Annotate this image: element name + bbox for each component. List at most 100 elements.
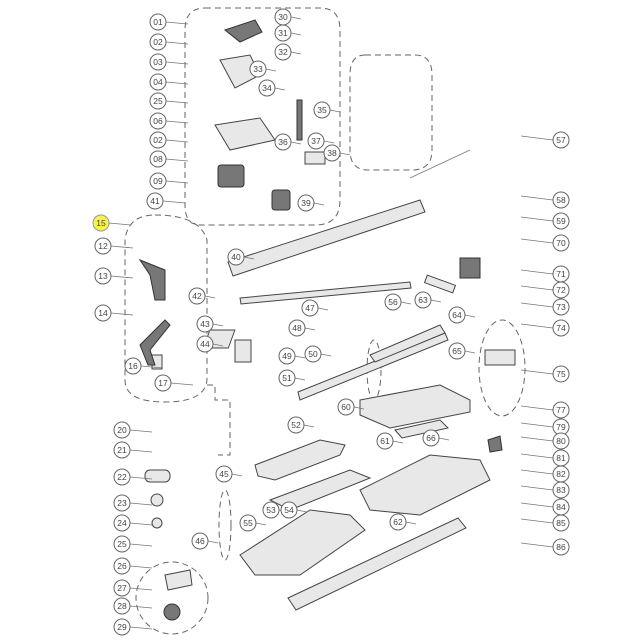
callout-label: 50 xyxy=(308,349,318,359)
callout-circle xyxy=(304,345,322,363)
callout-circle xyxy=(448,342,466,360)
callout-circle xyxy=(215,465,233,483)
parts xyxy=(138,19,516,621)
leader-line xyxy=(274,87,286,91)
callout-circle xyxy=(196,335,214,353)
callout-circle xyxy=(274,43,292,61)
callout-label: 22 xyxy=(117,472,127,482)
callout-circle xyxy=(94,304,112,322)
leader-line xyxy=(165,61,189,65)
leader-line xyxy=(129,429,153,433)
callout-circle xyxy=(384,293,402,311)
leader-line xyxy=(430,299,442,303)
callout-37: 37 xyxy=(307,132,325,150)
part-44 xyxy=(234,339,252,363)
callout-circle xyxy=(278,369,296,387)
plate-66 xyxy=(394,419,450,439)
leader-line xyxy=(304,327,316,331)
callout-circle xyxy=(191,532,209,550)
group-41-outline xyxy=(124,214,208,403)
leader-line xyxy=(296,509,308,513)
part-35 xyxy=(296,99,303,141)
leader-line xyxy=(520,285,554,291)
callout-73: 73 xyxy=(552,298,570,316)
rail-47 xyxy=(239,281,412,305)
callout-54: 54 xyxy=(280,501,298,519)
callout-label: 57 xyxy=(556,135,566,145)
callout-label: 39 xyxy=(301,198,311,208)
leader-line xyxy=(520,369,554,375)
callout-31: 31 xyxy=(274,24,292,42)
callout-35: 35 xyxy=(313,101,331,119)
leader-line xyxy=(243,256,255,260)
leader-line xyxy=(520,502,554,508)
callout-58: 58 xyxy=(552,191,570,209)
callout-label: 38 xyxy=(327,148,337,158)
callout-38: 38 xyxy=(323,144,341,162)
callout-25: 25 xyxy=(149,92,167,110)
callout-circle xyxy=(274,24,292,42)
callout-label: 54 xyxy=(284,505,294,515)
callout-08: 08 xyxy=(149,150,167,168)
callout-70: 70 xyxy=(552,234,570,252)
detail-55-outline xyxy=(218,489,232,561)
callout-label: 65 xyxy=(452,346,462,356)
callout-74: 74 xyxy=(552,319,570,337)
leader-line xyxy=(294,377,306,381)
callout-64: 64 xyxy=(448,306,466,324)
callout-label: 72 xyxy=(556,285,566,295)
callout-60: 60 xyxy=(337,398,355,416)
callout-label: 52 xyxy=(291,420,301,430)
callout-circle xyxy=(552,401,570,419)
callout-label: 02 xyxy=(153,37,163,47)
callout-circle xyxy=(113,421,131,439)
callout-label: 59 xyxy=(556,216,566,226)
callout-label: 44 xyxy=(200,339,210,349)
leader-line xyxy=(520,216,554,222)
callout-label: 24 xyxy=(117,518,127,528)
callout-circle xyxy=(149,150,167,168)
callout-label: 35 xyxy=(317,105,327,115)
callout-circle xyxy=(239,514,257,532)
callout-45: 45 xyxy=(215,465,233,483)
callout-65: 65 xyxy=(448,342,466,360)
callout-26: 26 xyxy=(113,557,131,575)
callout-circle xyxy=(376,432,394,450)
plate-60 xyxy=(359,384,471,429)
part-63 xyxy=(423,274,457,294)
callout-label: 23 xyxy=(117,498,127,508)
callout-circle xyxy=(113,597,131,615)
callout-circle xyxy=(448,306,466,324)
detail-75-outline xyxy=(478,319,526,417)
callout-circle xyxy=(149,53,167,71)
callout-circle xyxy=(288,319,306,337)
callout-06: 06 xyxy=(149,112,167,130)
callout-circle xyxy=(552,365,570,383)
callout-24: 24 xyxy=(113,514,131,532)
leader-line xyxy=(520,135,554,141)
callout-40: 40 xyxy=(227,248,245,266)
callout-53: 53 xyxy=(262,501,280,519)
leader-line xyxy=(400,301,412,305)
callout-circle xyxy=(149,112,167,130)
leader-line xyxy=(165,180,189,184)
leader-line xyxy=(520,195,554,201)
callout-label: 70 xyxy=(556,238,566,248)
callout-circle xyxy=(249,60,267,78)
callout-label: 21 xyxy=(117,445,127,455)
callout-circle xyxy=(278,347,296,365)
callout-01: 01 xyxy=(149,13,167,31)
callout-label: 53 xyxy=(266,505,276,515)
leader-line xyxy=(170,382,194,386)
part-23 xyxy=(150,493,164,507)
callout-label: 80 xyxy=(556,436,566,446)
callout-label: 17 xyxy=(158,378,168,388)
callout-circle xyxy=(414,291,432,309)
part-71 xyxy=(459,257,481,279)
callout-circle xyxy=(149,131,167,149)
callout-39: 39 xyxy=(297,194,315,212)
callout-30: 30 xyxy=(274,8,292,26)
callout-36: 36 xyxy=(274,133,292,151)
callout-71: 71 xyxy=(552,265,570,283)
callout-label: 81 xyxy=(556,453,566,463)
